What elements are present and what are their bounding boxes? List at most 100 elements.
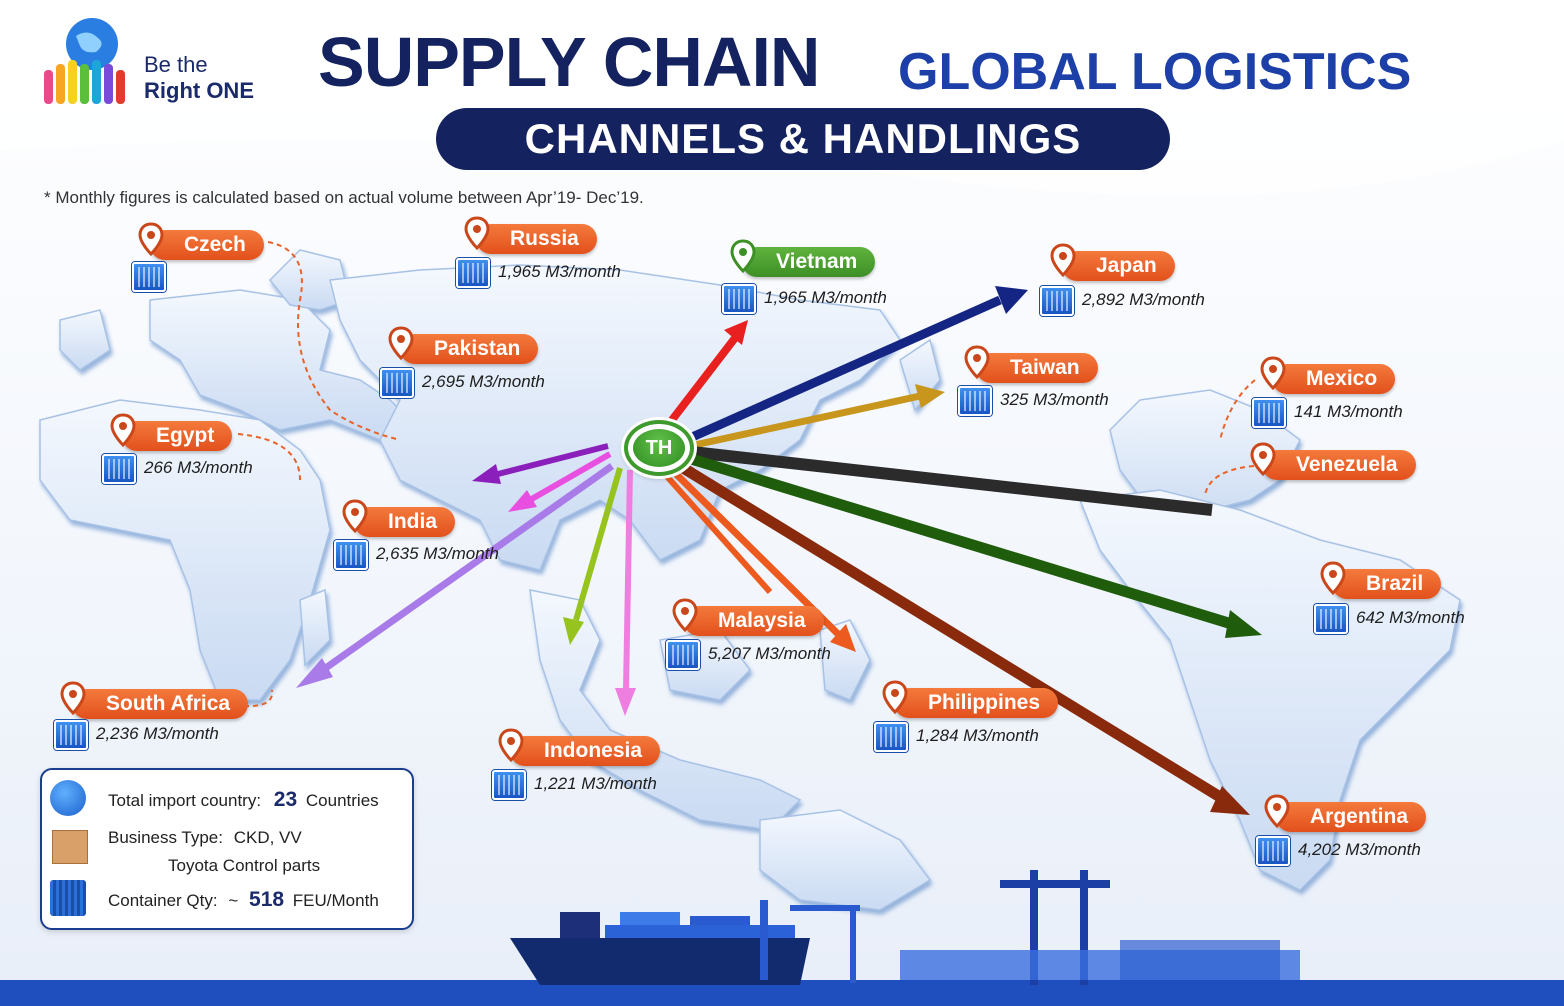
business-label: Business Type:: [108, 828, 223, 847]
arrow-japan: [688, 286, 1028, 443]
container-label: Container Qty:: [108, 891, 218, 910]
shipping-container-icon: [958, 386, 992, 416]
volume-south-africa: 2,236 M3/month: [96, 724, 219, 743]
hands-globe-logo-icon: [44, 18, 125, 104]
country-label-brazil: Brazil: [1332, 569, 1442, 599]
arrow-malaysia: [660, 470, 773, 594]
volume-brazil: 642 M3/month: [1356, 608, 1465, 627]
arrow-brazil: [686, 452, 1262, 638]
shipping-container-icon: [54, 720, 88, 750]
map-pin-icon: [1320, 561, 1346, 595]
country-label-argentina: Argentina: [1276, 802, 1427, 832]
summary-panel: Total import country: 23 Countries Busin…: [40, 768, 414, 930]
footnote: * Monthly figures is calculated based on…: [44, 188, 644, 207]
map-pin-icon: [110, 413, 136, 447]
map-pin-icon: [730, 239, 756, 273]
country-label-vietnam: Vietnam: [742, 247, 876, 277]
volume-japan: 2,892 M3/month: [1082, 290, 1205, 309]
map-pin-icon: [464, 216, 490, 250]
business-type-row: Business Type: CKD, VV: [108, 828, 302, 848]
arrow-indonesia: [615, 469, 636, 716]
shipping-container-icon: [722, 284, 756, 314]
volume-vietnam: 1,965 M3/month: [764, 288, 887, 307]
volume-argentina: 4,202 M3/month: [1298, 840, 1421, 859]
map-pin-icon: [1250, 442, 1276, 476]
map-pin-icon: [1260, 356, 1286, 390]
shipping-container-icon: [50, 880, 86, 916]
czech-leader-line: [267, 241, 401, 441]
shipping-container-icon: [492, 770, 526, 800]
country-label-egypt: Egypt: [122, 421, 233, 451]
venezuela-leader-line: [1204, 465, 1255, 496]
import-country-row: Total import country: 23 Countries: [108, 788, 379, 812]
shipping-container-icon: [1314, 604, 1348, 634]
map-pin-icon: [498, 728, 524, 762]
arrow-taiwan: [689, 384, 945, 450]
volume-indonesia: 1,221 M3/month: [534, 774, 657, 793]
country-label-czech: Czech: [150, 230, 264, 260]
cardboard-box-icon: [52, 830, 88, 864]
volume-egypt: 266 M3/month: [144, 458, 253, 477]
arrow-vietnam: [668, 320, 748, 423]
arrow-argentina: [677, 461, 1250, 815]
business-value-2: Toyota Control parts: [168, 856, 321, 875]
page-title: SUPPLY CHAIN: [318, 23, 820, 101]
country-label-indonesia: Indonesia: [510, 736, 661, 766]
map-pin-icon: [388, 326, 414, 360]
origin-label: TH: [633, 429, 685, 467]
map-pin-icon: [964, 345, 990, 379]
country-label-taiwan: Taiwan: [976, 353, 1098, 383]
shipping-container-icon: [102, 454, 136, 484]
volume-pakistan: 2,695 M3/month: [422, 372, 545, 391]
brand-text: Be the Right ONE: [144, 52, 254, 104]
page-subtitle: GLOBAL LOGISTICS: [898, 43, 1412, 101]
origin-marker-thailand: TH: [624, 420, 694, 476]
shipping-container-icon: [380, 368, 414, 398]
mexico-leader-line: [1219, 379, 1256, 441]
shipping-container-icon: [334, 540, 368, 570]
country-label-mexico: Mexico: [1272, 364, 1396, 394]
arrow-pakistan: [472, 443, 609, 484]
brand-logo: Be the Right ONE: [36, 14, 296, 114]
shipping-container-icon: [1252, 398, 1286, 428]
shipping-container-icon: [1256, 836, 1290, 866]
shipping-container-icon: [874, 722, 908, 752]
route-arrows: [296, 286, 1262, 815]
cargo-ship: [510, 938, 810, 985]
map-pin-icon: [138, 222, 164, 256]
uk-landmass: [59, 309, 111, 371]
country-label-malaysia: Malaysia: [684, 606, 824, 636]
japan-landmass: [899, 338, 941, 412]
brand-line-1: Be the: [144, 52, 208, 77]
shipping-container-icon: [1040, 286, 1074, 316]
australia-landmass: [759, 809, 932, 911]
country-label-pakistan: Pakistan: [400, 334, 539, 364]
volume-taiwan: 325 M3/month: [1000, 390, 1109, 409]
import-label: Total import country:: [108, 791, 262, 810]
arrow-venezuela: [691, 446, 1213, 516]
shipping-container-icon: [132, 262, 166, 292]
south-africa-leader-line: [225, 689, 274, 708]
arrow-india: [508, 451, 612, 512]
volume-russia: 1,965 M3/month: [498, 262, 621, 281]
import-unit: Countries: [305, 791, 379, 810]
arrow-south-africa: [296, 463, 615, 688]
volume-malaysia: 5,207 M3/month: [708, 644, 831, 663]
port-silhouette: [0, 870, 1564, 1006]
arrow-south-indonesia: [563, 467, 623, 645]
volume-india: 2,635 M3/month: [376, 544, 499, 563]
country-label-philippines: Philippines: [894, 688, 1059, 718]
indonesia-landmass: [529, 589, 802, 831]
shipping-container-icon: [456, 258, 490, 288]
madagascar-landmass: [299, 588, 331, 667]
map-pin-icon: [672, 598, 698, 632]
container-qty-row: Container Qty: ~ 518 FEU/Month: [108, 888, 379, 912]
container-value: 518: [249, 888, 285, 911]
brand-line-2: Right ONE: [144, 78, 254, 103]
map-pin-icon: [60, 681, 86, 715]
shipping-container-icon: [666, 640, 700, 670]
map-pin-icon: [342, 499, 368, 533]
globe-icon: [50, 780, 86, 816]
country-label-japan: Japan: [1062, 251, 1175, 281]
country-label-south-africa: South Africa: [72, 689, 249, 719]
